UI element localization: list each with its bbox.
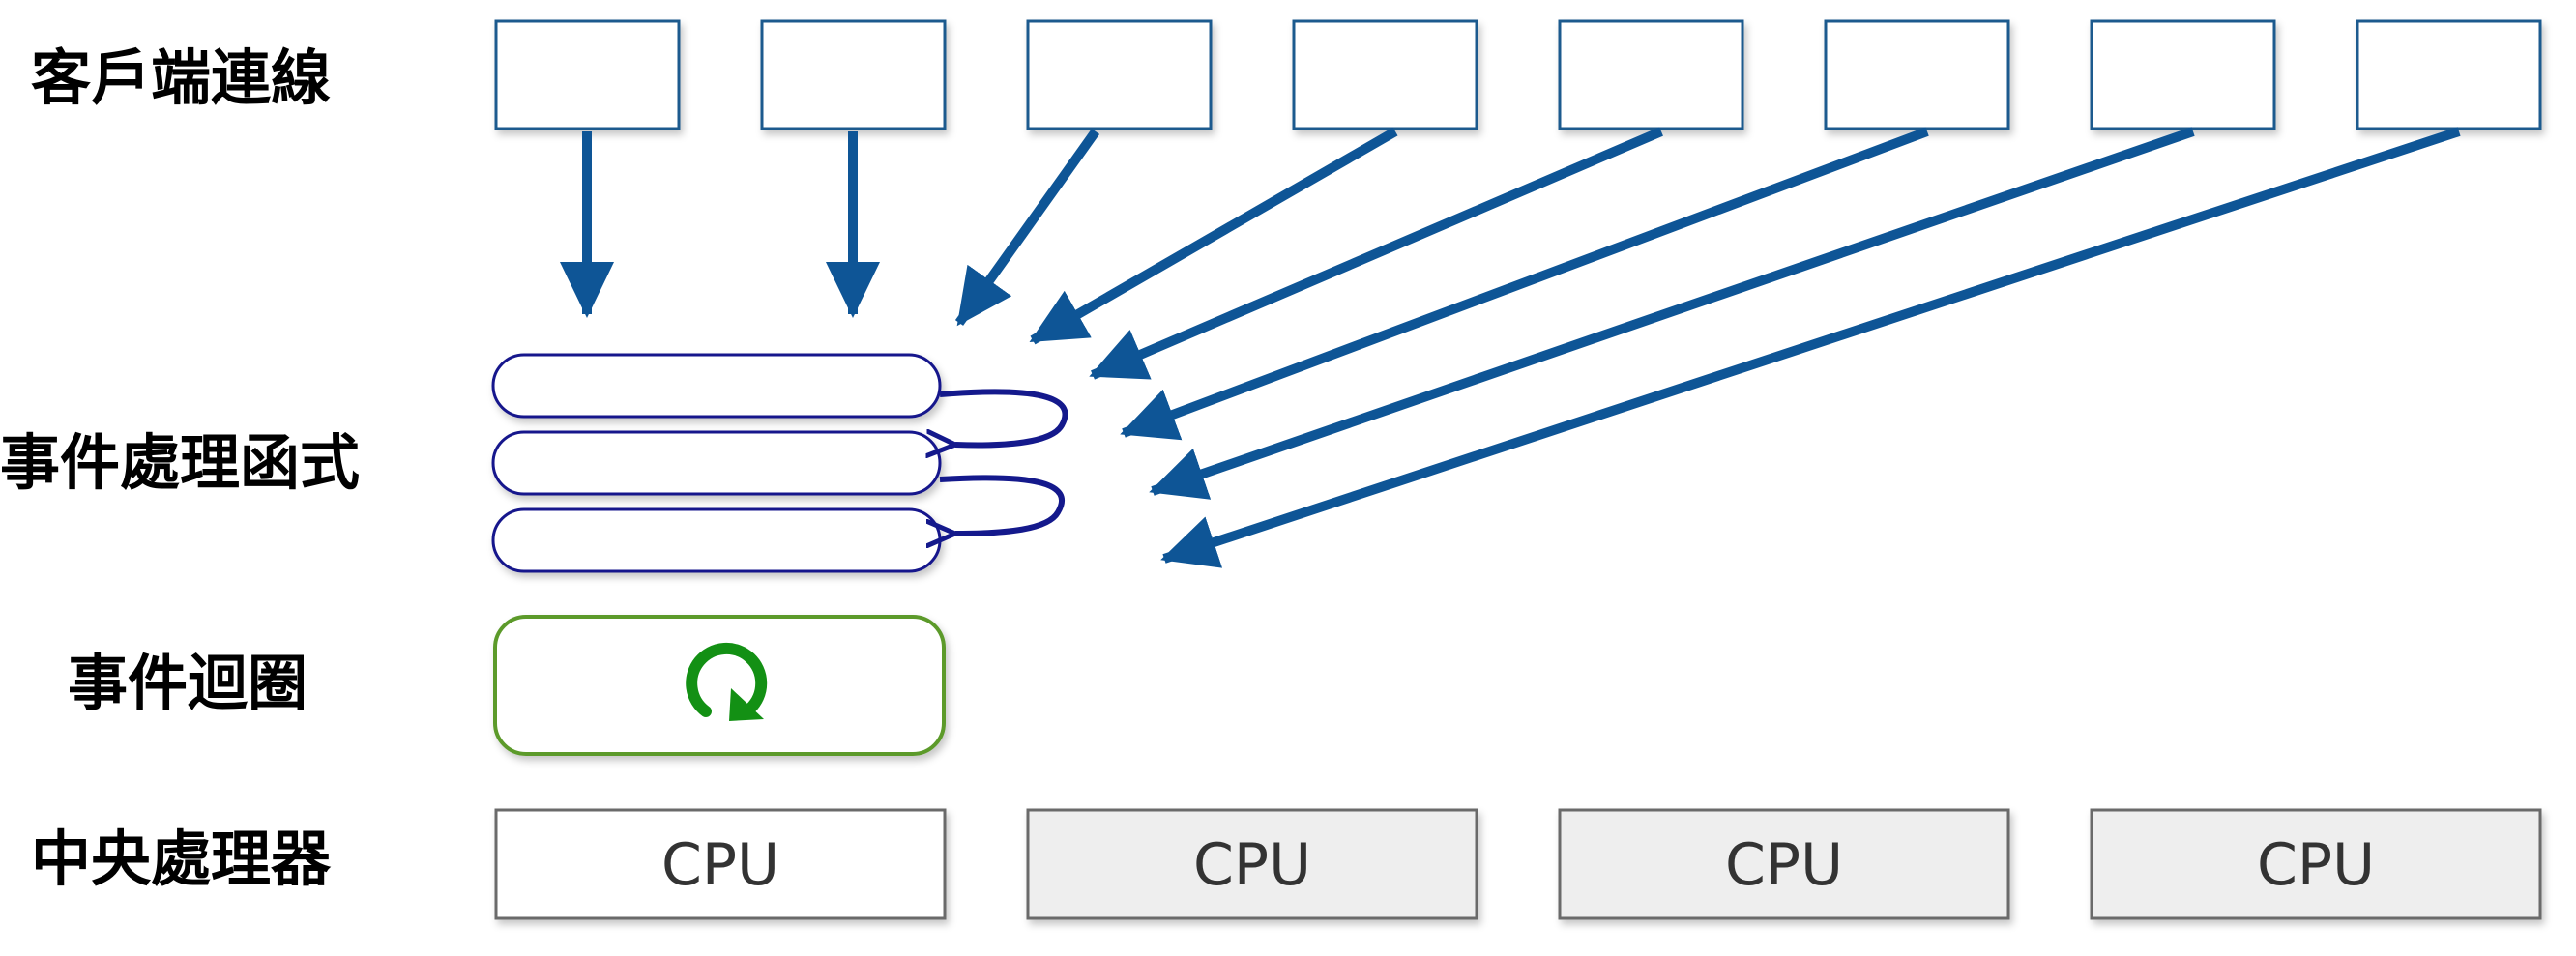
- cpu-unit: CPU: [494, 808, 947, 920]
- event-handler: [491, 507, 942, 573]
- connection-arrow: [954, 129, 1100, 327]
- client-box: [1026, 19, 1213, 130]
- event-loop-box: [493, 615, 946, 756]
- client-box: [1824, 19, 2010, 130]
- clients-row-label: 客戶端連線: [31, 43, 331, 113]
- cpus-row-label: 中央處理器: [31, 824, 332, 894]
- connection-arrow: [1120, 127, 1929, 441]
- cpu-label: CPU: [1725, 831, 1843, 899]
- handlers-row-label: 事件處理函式: [0, 427, 360, 498]
- event-loop-row-label: 事件迴圈: [68, 648, 307, 718]
- cpu-unit: CPU: [1026, 808, 1478, 920]
- client-box: [494, 19, 681, 130]
- cpu-label: CPU: [661, 831, 779, 899]
- client-box: [1292, 19, 1478, 130]
- cpu-box: [2090, 808, 2542, 920]
- client-connections: [494, 19, 2542, 130]
- cpu-units: CPU CPU CPU CPU: [494, 808, 2542, 920]
- client-box: [2356, 19, 2542, 130]
- connection-arrow: [1089, 127, 1663, 380]
- connection-arrow: [1029, 127, 1398, 345]
- refresh-cycle-icon: [686, 642, 768, 721]
- connection-arrows: [560, 127, 2461, 568]
- event-handlers: [491, 353, 1068, 573]
- client-box: [2090, 19, 2276, 130]
- cpu-unit: CPU: [1558, 808, 2010, 920]
- client-box: [1558, 19, 1744, 130]
- client-box: [760, 19, 947, 130]
- cpu-label: CPU: [1193, 831, 1311, 899]
- connection-arrow: [1160, 127, 2461, 568]
- handler-chain-arrow: [940, 475, 1066, 534]
- cpu-box: [1558, 808, 2010, 920]
- cpu-unit: CPU: [2090, 808, 2542, 920]
- connection-arrow: [1149, 127, 2195, 500]
- handler-chain-arrow: [940, 389, 1068, 445]
- event-handler: [491, 430, 942, 496]
- cpu-box: [494, 808, 947, 920]
- cpu-label: CPU: [2257, 831, 2375, 899]
- cpu-box: [1026, 808, 1478, 920]
- event-handler: [491, 353, 942, 419]
